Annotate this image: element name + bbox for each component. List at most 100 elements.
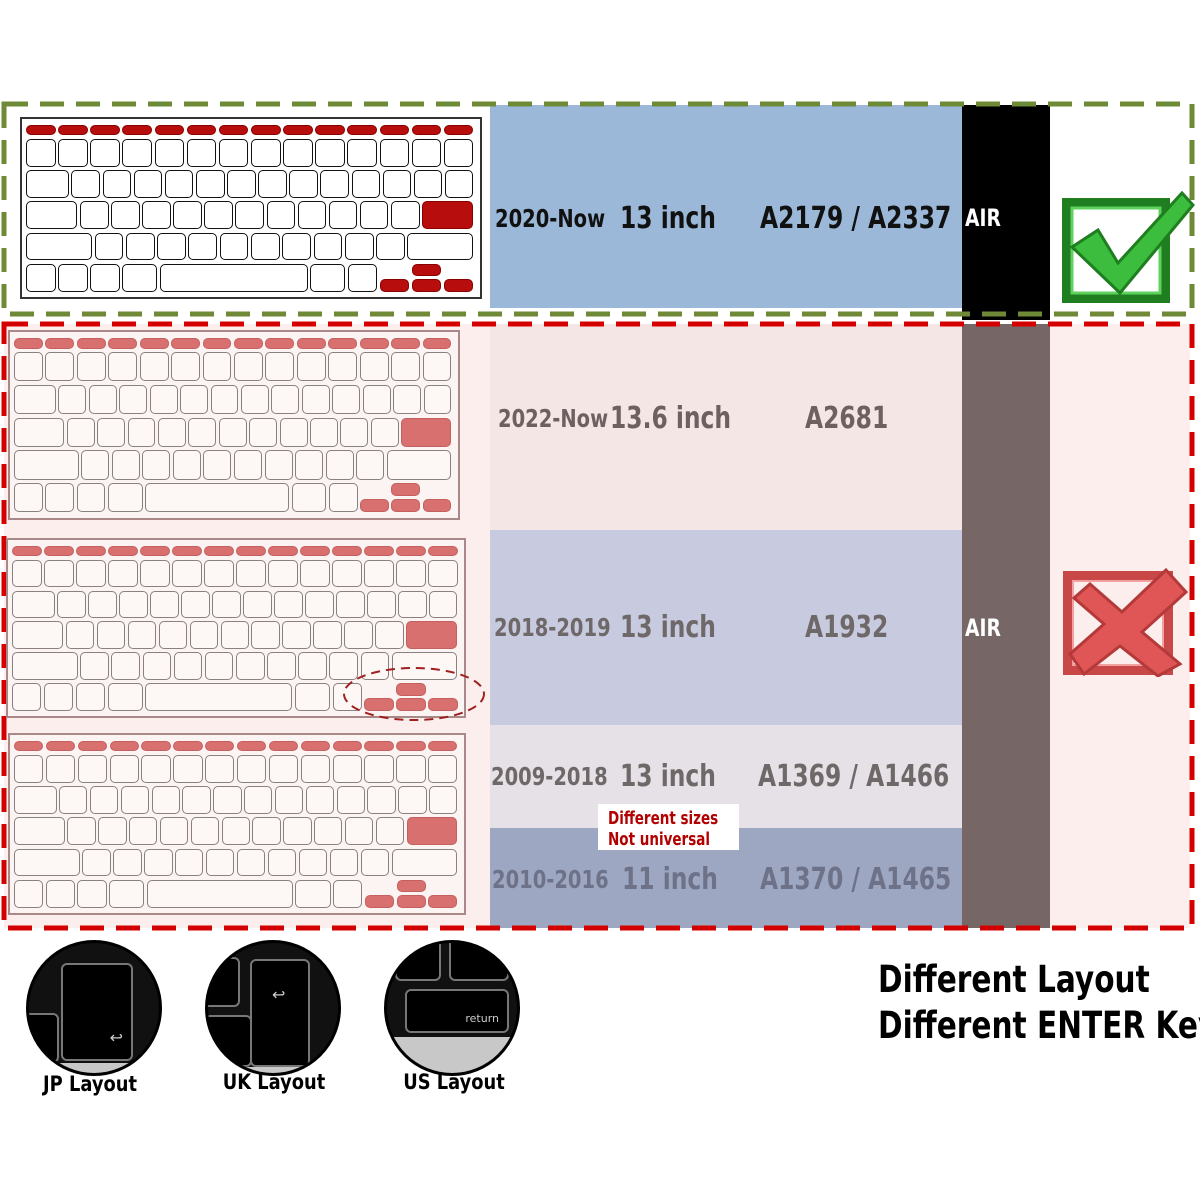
arrow-key bbox=[379, 279, 410, 292]
keyboard-key bbox=[367, 590, 396, 618]
function-key bbox=[140, 546, 170, 557]
keyboard-key bbox=[140, 559, 170, 588]
keyboard-key bbox=[80, 652, 109, 680]
keyboard-key bbox=[444, 170, 474, 198]
keyboard-key bbox=[300, 559, 330, 588]
arrow-key bbox=[428, 698, 458, 711]
keyboard-key bbox=[313, 232, 343, 261]
keyboard-key bbox=[300, 754, 331, 783]
keyboard-key bbox=[44, 559, 74, 588]
function-key bbox=[411, 125, 442, 136]
keyboard-key bbox=[305, 590, 334, 618]
keyboard-key bbox=[370, 417, 399, 447]
incompatible-border bbox=[1, 321, 1195, 931]
keyboard-key bbox=[67, 817, 96, 846]
function-key bbox=[76, 338, 106, 349]
function-key bbox=[391, 338, 421, 349]
function-key bbox=[45, 741, 76, 752]
keyboard-key bbox=[336, 786, 365, 814]
row-2020-model: A2179 / A2337 bbox=[760, 200, 952, 236]
uk-layout-circle: ↩ bbox=[205, 940, 341, 1076]
keyboard-key bbox=[315, 138, 345, 167]
keyboard-key bbox=[265, 352, 295, 382]
keyboard-key bbox=[313, 621, 342, 649]
arrow-key bbox=[364, 895, 395, 908]
keyboard-key bbox=[145, 683, 293, 711]
keyboard-key bbox=[14, 417, 65, 447]
keyboard-key bbox=[252, 817, 281, 846]
keyboard-key bbox=[268, 754, 299, 783]
arrow-key bbox=[428, 895, 458, 908]
keyboard-key bbox=[283, 138, 313, 167]
jp-enter-symbol: ↩ bbox=[109, 1028, 123, 1047]
keyboard-key bbox=[298, 848, 328, 877]
keyboard-key bbox=[329, 652, 358, 680]
keyboard-key bbox=[398, 590, 427, 618]
uk-enter-symbol: ↩ bbox=[272, 985, 286, 1004]
keyboard-key bbox=[295, 450, 324, 480]
keyboard-key bbox=[120, 786, 150, 814]
keyboard-key bbox=[268, 559, 298, 588]
row-2010-years: 2010-2016 bbox=[492, 864, 609, 894]
keyboard-key bbox=[158, 621, 188, 649]
keyboard-key bbox=[220, 621, 249, 649]
keyboard-key bbox=[274, 786, 304, 814]
keyboard-key bbox=[12, 683, 42, 711]
keyboard-key bbox=[237, 848, 266, 877]
keyboard-key bbox=[212, 590, 241, 618]
keyboard-key bbox=[429, 786, 458, 814]
keyboard-key bbox=[240, 384, 269, 415]
keyboard-key bbox=[236, 652, 265, 680]
function-key bbox=[172, 546, 202, 557]
keyboard-key bbox=[26, 138, 56, 167]
arrow-key bbox=[411, 263, 442, 277]
function-key bbox=[237, 741, 267, 752]
keyboard-key bbox=[76, 483, 106, 513]
keyboard-key bbox=[190, 817, 220, 846]
keyboard-key bbox=[157, 417, 186, 447]
keyboard-key bbox=[406, 817, 458, 846]
keyboard-key bbox=[310, 417, 338, 447]
keyboard-2022 bbox=[8, 330, 460, 520]
row-2010-size: 11 inch bbox=[622, 861, 718, 897]
keyboard-key bbox=[266, 201, 296, 230]
us-enter-label: return bbox=[465, 1012, 499, 1025]
keyboard-key bbox=[14, 879, 44, 908]
us-key-top-left bbox=[395, 943, 441, 981]
keyboard-key bbox=[45, 483, 75, 513]
keyboard-key bbox=[244, 786, 273, 814]
arrow-key bbox=[396, 683, 426, 696]
keyboard-key bbox=[375, 621, 404, 649]
arrow-key bbox=[364, 698, 394, 711]
keyboard-key bbox=[164, 170, 194, 198]
keyboard-key bbox=[89, 786, 119, 814]
uk-enter-key: ↩ bbox=[250, 959, 310, 1067]
keyboard-key bbox=[154, 138, 185, 167]
keyboard-key bbox=[12, 652, 78, 680]
keyboard-key bbox=[76, 352, 106, 382]
keyboard-key bbox=[396, 559, 426, 588]
keyboard-key bbox=[119, 590, 148, 618]
keyboard-key bbox=[218, 138, 249, 167]
keyboard-key bbox=[356, 450, 385, 480]
keyboard-key bbox=[243, 590, 272, 618]
keyboard-key bbox=[344, 232, 374, 261]
keyboard-key bbox=[329, 848, 359, 877]
keyboard-key bbox=[362, 384, 391, 415]
keyboard-key bbox=[111, 450, 140, 480]
keyboard-key bbox=[144, 848, 173, 877]
function-key bbox=[108, 546, 138, 557]
function-key bbox=[14, 741, 44, 752]
keyboard-key bbox=[188, 417, 217, 447]
keyboard-key bbox=[411, 138, 442, 167]
arrow-key bbox=[391, 499, 421, 513]
keyboard-key bbox=[407, 232, 474, 261]
row-2022-model: A2681 bbox=[805, 400, 889, 436]
keyboard-key bbox=[336, 590, 365, 618]
arrow-key bbox=[391, 483, 421, 497]
function-key bbox=[12, 546, 42, 557]
function-key bbox=[58, 125, 88, 136]
keyboard-key bbox=[173, 754, 203, 783]
size-note-line2: Not universal bbox=[608, 829, 710, 850]
keyboard-key bbox=[429, 590, 458, 618]
